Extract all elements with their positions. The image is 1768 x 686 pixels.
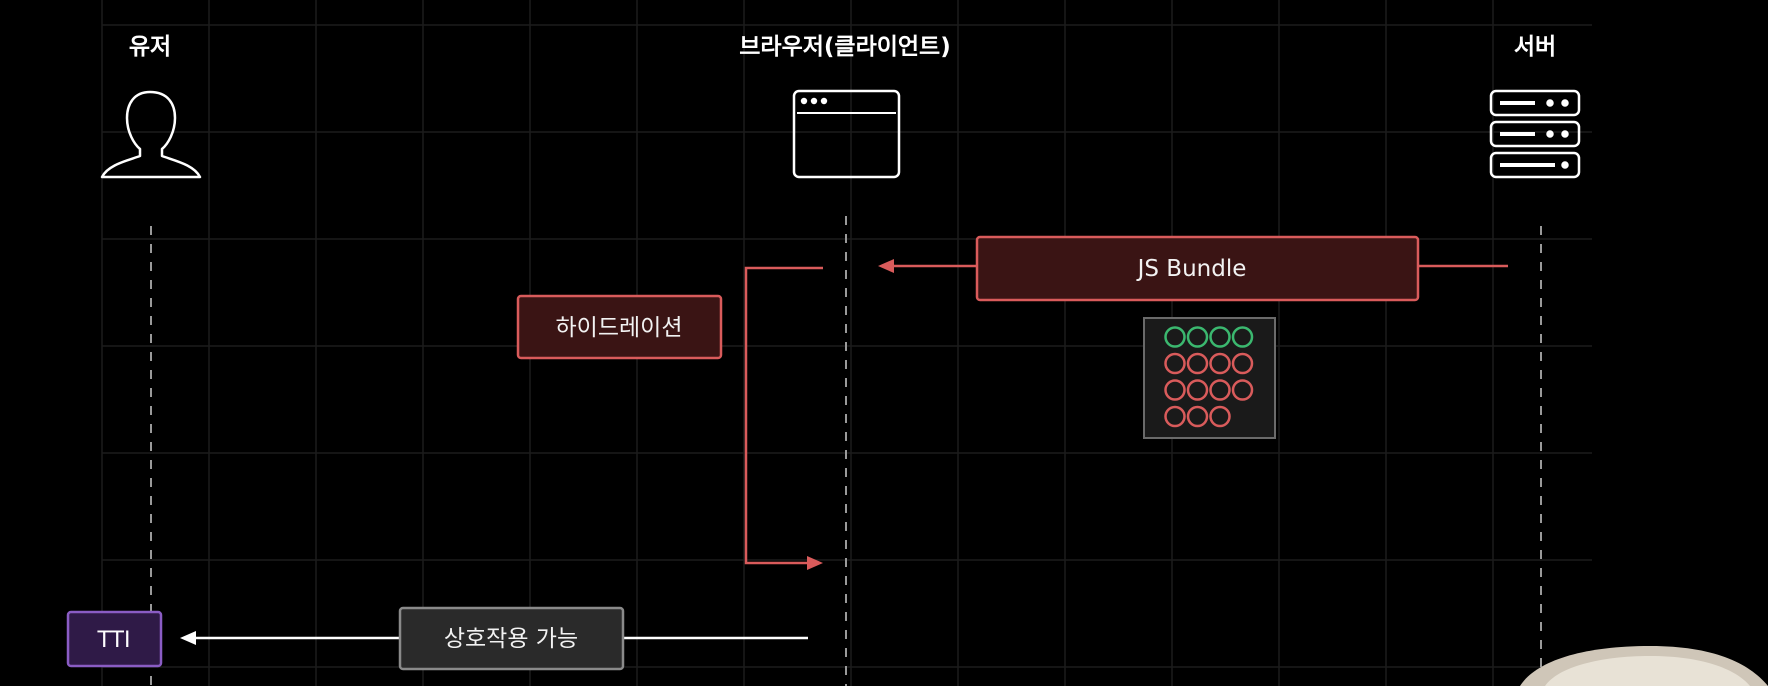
green-component-dot [1231, 326, 1254, 348]
red-component-dot [1209, 405, 1231, 428]
browser-actor-label: 브라우저(클라이언트) [739, 34, 950, 60]
js-bundle-label: JS Bundle [1136, 256, 1247, 282]
component-dots-icon [1143, 317, 1276, 439]
js-bundle-box [975, 235, 1420, 302]
green-component-dot [1209, 326, 1231, 348]
red-component-dot [1186, 379, 1209, 401]
red-component-dot [1186, 352, 1209, 375]
hydration-arrowhead [807, 556, 823, 570]
red-component-dot [1231, 352, 1254, 375]
hydration-loop-arrow [744, 266, 823, 565]
green-component-dot [1186, 326, 1209, 348]
user-actor-label: 유저 [129, 34, 171, 60]
red-component-dot [1164, 352, 1186, 375]
browser-window-icon [792, 89, 901, 179]
red-component-dot [1164, 379, 1186, 401]
user-icon [100, 90, 202, 179]
webcam-overlay [1520, 646, 1768, 686]
red-component-dot [1164, 405, 1186, 428]
tti-label: TTI [97, 628, 131, 653]
tti-badge [66, 610, 163, 668]
red-component-dot [1231, 379, 1254, 401]
component-dot-grid [1164, 326, 1254, 428]
red-component-dot [1209, 352, 1231, 375]
green-component-dot [1164, 326, 1186, 348]
interactive-label: 상호작용 가능 [444, 626, 578, 652]
hydration-box [516, 294, 723, 360]
server-rack-icon [1489, 89, 1581, 179]
interactive-box [398, 606, 625, 671]
hydration-label: 하이드레이션 [556, 315, 683, 341]
server-actor-label: 서버 [1514, 34, 1556, 60]
red-component-dot [1186, 405, 1209, 428]
red-component-dot [1209, 379, 1231, 401]
